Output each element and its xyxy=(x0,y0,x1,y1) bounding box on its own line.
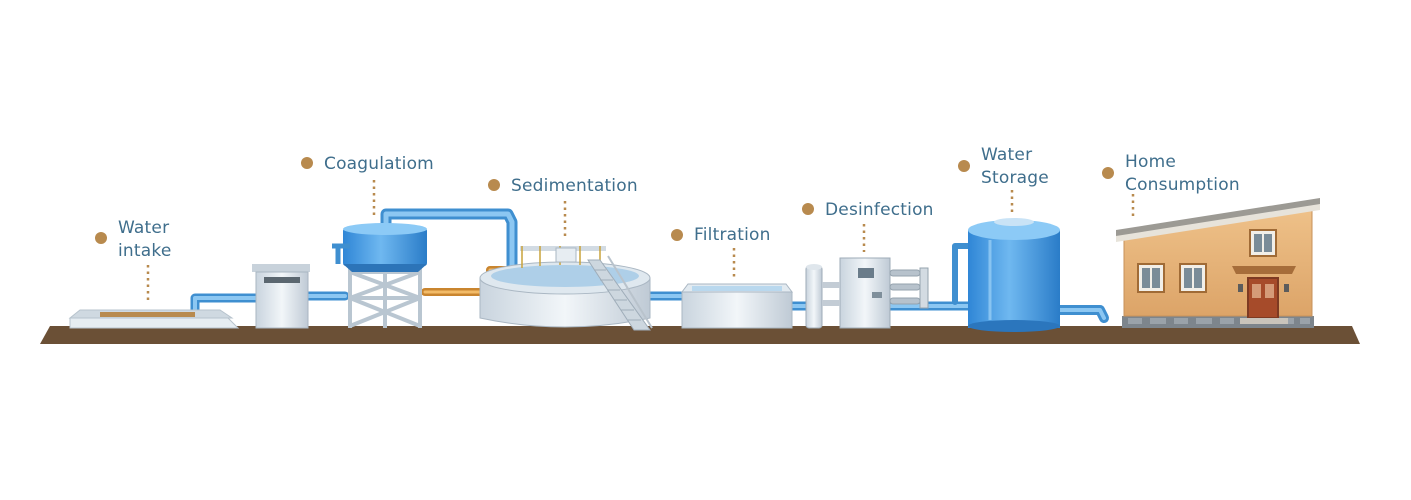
marker-disinfection xyxy=(802,203,866,252)
label-water-intake: Water intake xyxy=(118,217,171,263)
pump-house xyxy=(252,264,310,329)
label-line: Coagulatiom xyxy=(324,154,434,174)
label-line: Water xyxy=(118,218,170,238)
label-filtration: Filtration xyxy=(694,224,771,247)
label-line: Water xyxy=(981,145,1033,165)
house xyxy=(1116,198,1320,328)
sedimentation-tank xyxy=(479,246,653,331)
filtration-basin xyxy=(681,283,793,329)
marker-filtration xyxy=(671,229,736,277)
marker-sedimentation xyxy=(488,179,567,240)
coagulation-tower xyxy=(332,223,427,328)
label-line: Desinfection xyxy=(825,200,934,220)
label-line: Filtration xyxy=(694,225,771,245)
label-line: intake xyxy=(118,241,172,261)
pipes xyxy=(190,208,1109,323)
marker-intake xyxy=(95,232,150,303)
marker-storage xyxy=(958,160,1014,214)
storage-tank xyxy=(968,218,1060,332)
marker-coagulation xyxy=(301,157,376,218)
label-water-storage: Water Storage xyxy=(981,144,1049,190)
label-line: Home xyxy=(1125,152,1177,172)
label-line: Storage xyxy=(981,168,1049,188)
label-line: Consumption xyxy=(1125,175,1240,195)
disinfection-unit xyxy=(805,257,929,329)
marker-home xyxy=(1102,167,1135,220)
label-disinfection: Desinfection xyxy=(825,199,934,222)
label-sedimentation: Sedimentation xyxy=(511,175,638,198)
stage-markers xyxy=(95,157,1135,303)
label-coagulation: Coagulatiom xyxy=(324,153,434,176)
ground-strip xyxy=(40,326,1360,344)
label-line: Sedimentation xyxy=(511,176,638,196)
intake-basin xyxy=(68,309,240,329)
label-home-consumption: Home Consumption xyxy=(1125,151,1240,197)
